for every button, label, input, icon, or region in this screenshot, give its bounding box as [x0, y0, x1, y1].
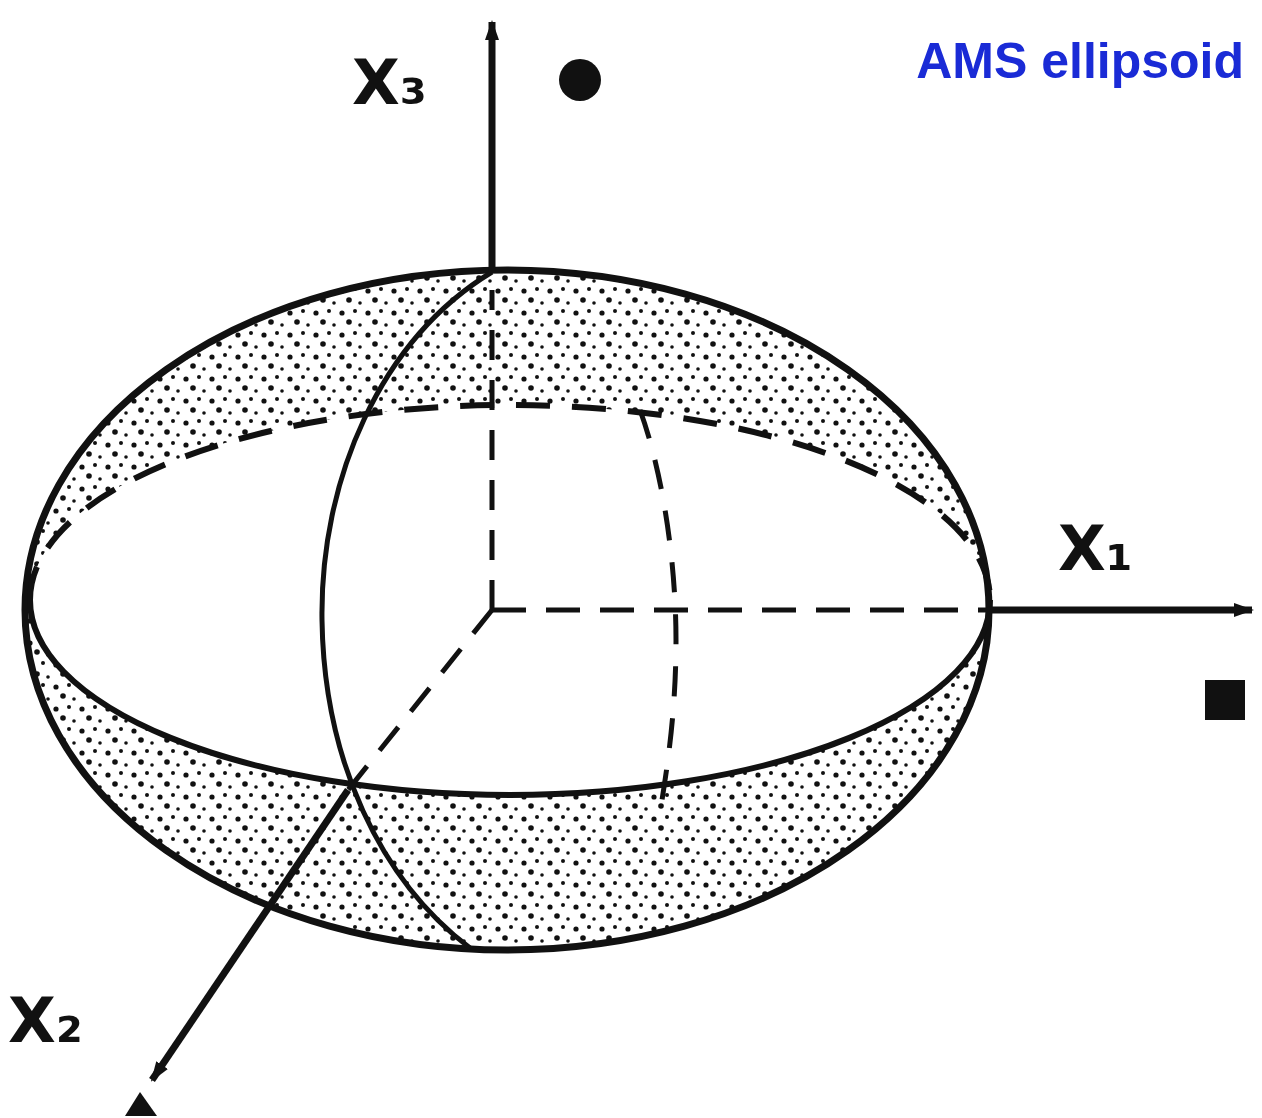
axis-x1 — [989, 607, 1252, 614]
triangle-symbol — [125, 1092, 157, 1116]
axis-label: X₁ — [1058, 518, 1133, 580]
stipple-shading — [25, 270, 990, 950]
meridian-back — [640, 410, 676, 800]
axis-x1-hidden — [492, 608, 988, 613]
ellipsoid-outline — [25, 270, 989, 950]
axis-label: X₂ — [8, 990, 83, 1052]
equator-front — [30, 600, 990, 795]
axis-x2-hidden — [348, 610, 492, 790]
square-symbol — [1205, 680, 1245, 720]
axis-x2 — [152, 790, 348, 1080]
axis-x3 — [489, 22, 496, 272]
equator-back — [30, 405, 990, 600]
axis-x3-hidden — [490, 290, 495, 610]
diagram-title: AMS ellipsoid — [916, 36, 1244, 86]
axis-label: X₃ — [352, 52, 427, 114]
circle-symbol — [559, 59, 601, 101]
meridian-front — [322, 272, 492, 948]
